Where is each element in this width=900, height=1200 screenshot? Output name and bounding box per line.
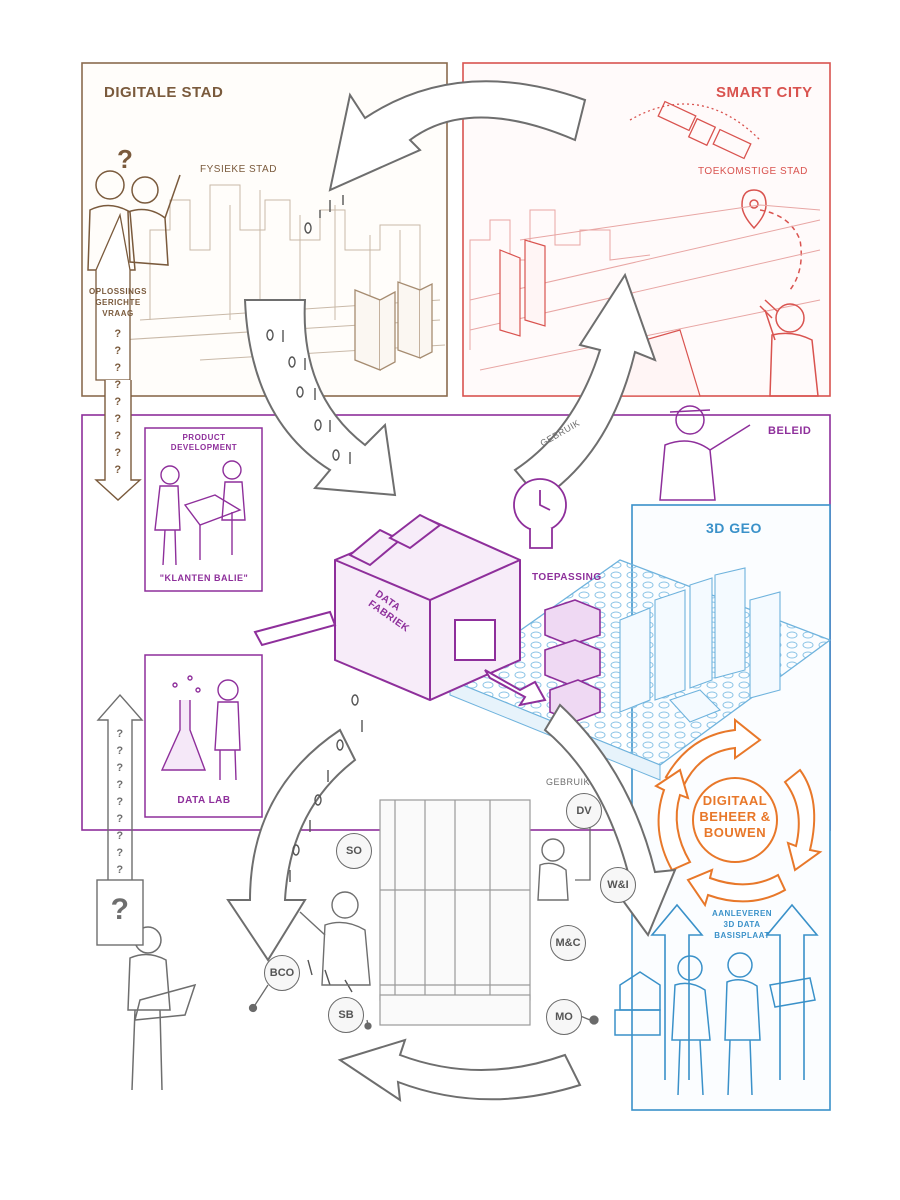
geo-title: 3D GEO	[706, 520, 762, 536]
question-mark: ?	[117, 144, 134, 174]
circle-mo: MO	[546, 999, 582, 1035]
circle-mc: M&C	[550, 925, 586, 961]
digitaal-beheer-bouwen-label: DIGITAAL BEHEER & BOUWEN	[699, 793, 771, 840]
digitaal-cycle	[654, 717, 823, 908]
klanten-balie-label: "KLANTEN BALIE"	[159, 573, 249, 583]
circle-bco: BCO	[264, 955, 300, 991]
geo-panel	[448, 504, 832, 1111]
oplossings-label: OPLOSSINGS GERICHTE VRAAG	[86, 286, 150, 319]
beleid-label: BELEID	[768, 425, 812, 437]
data-fabriek	[253, 513, 547, 707]
question-marks-column: ? ? ? ? ? ? ? ? ?	[114, 328, 122, 476]
fysieke-stad-label: FYSIEKE STAD	[200, 164, 277, 175]
binary-trail-top	[266, 195, 351, 464]
toepassing-label: TOEPASSING	[532, 572, 602, 583]
circle-dv: DV	[566, 793, 602, 829]
smart-city-title: SMART CITY	[716, 84, 813, 101]
circle-wi: W&I	[600, 867, 636, 903]
oplossings-line-1: OPLOSSINGS	[89, 287, 147, 296]
top-cycle-arrows	[243, 80, 657, 502]
digitale-stad-title: DIGITALE STAD	[104, 84, 224, 101]
lego-bricks	[544, 599, 601, 723]
down-arrow-brown	[94, 380, 142, 501]
product-development-label: PRODUCT DEVELOPMENT	[170, 433, 238, 452]
up-arrow-left	[96, 693, 144, 946]
circle-so: SO	[336, 833, 372, 869]
aanleveren-label: AANLEVEREN 3D DATA BASISPLAAT	[711, 909, 773, 940]
circle-sb: SB	[328, 997, 364, 1033]
big-question-mark: ?	[110, 893, 130, 926]
lower-cycle	[96, 693, 677, 1103]
lightbulb-icon	[513, 478, 567, 549]
oplossings-line-2: GERICHTE	[95, 298, 141, 307]
question-marks-column-lower: ? ? ? ? ? ? ? ? ?	[116, 728, 124, 876]
toekomstige-stad-label: TOEKOMSTIGE STAD	[698, 166, 808, 177]
data-lab-label: DATA LAB	[177, 795, 231, 806]
gebruik-lower-label: GEBRUIK	[546, 777, 591, 787]
oplossings-line-3: VRAAG	[102, 309, 134, 318]
satellite-icon	[629, 100, 761, 160]
